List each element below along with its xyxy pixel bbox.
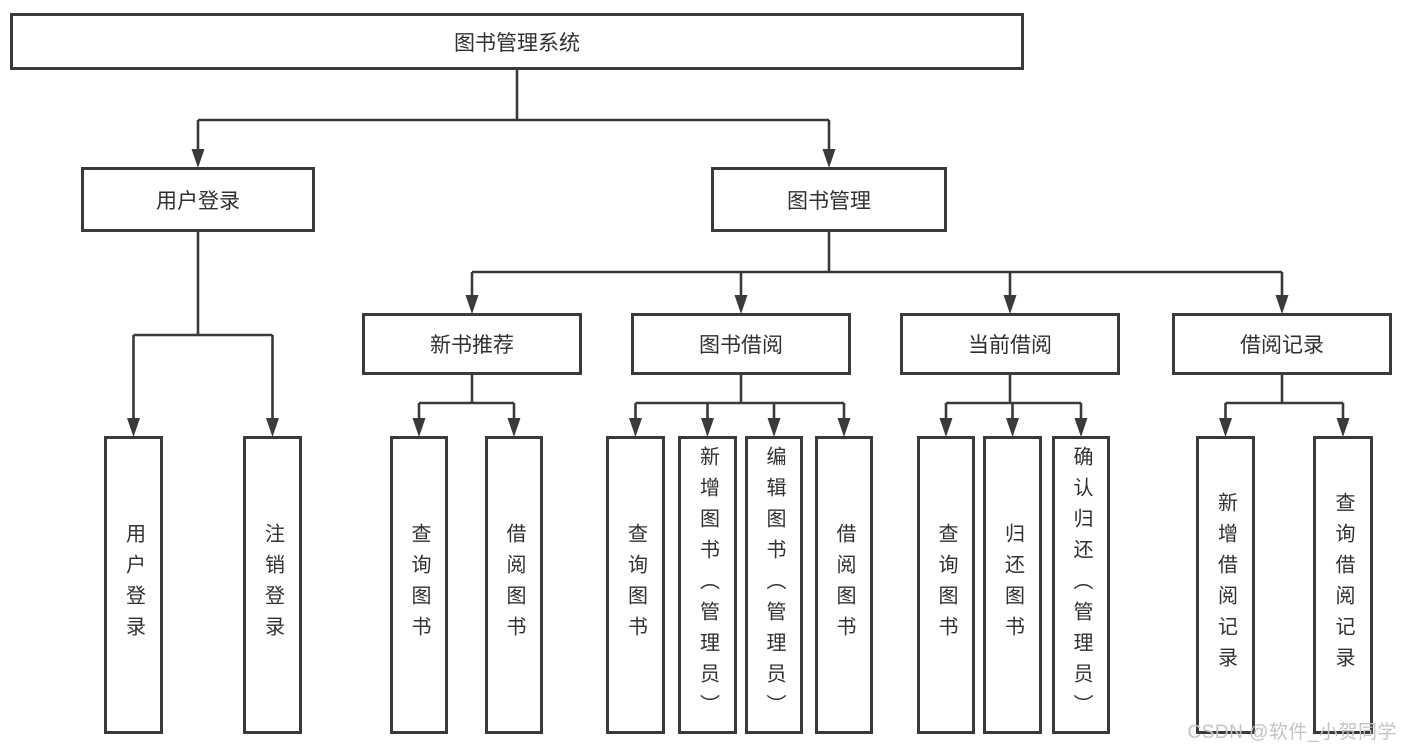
leaf-borrow-books-borrowing: 借阅图书 bbox=[815, 436, 873, 734]
node-new-book-recommend: 新书推荐 bbox=[362, 313, 582, 375]
leaf-return-book: 归还图书 bbox=[983, 436, 1042, 734]
node-current-borrowing: 当前借阅 bbox=[900, 313, 1120, 375]
leaf-label: 注销登录 bbox=[261, 523, 284, 647]
node-book-borrowing: 图书借阅 bbox=[631, 313, 851, 375]
leaf-label: 查询图书 bbox=[624, 523, 647, 647]
leaf-label: 用户登录 bbox=[122, 523, 145, 647]
leaf-label: 查询图书 bbox=[408, 523, 430, 647]
connector-book-management-to-level3 bbox=[465, 232, 1289, 314]
connector-book-borrowing-to-children bbox=[629, 375, 851, 437]
leaf-add-borrow-record: 新增借阅记录 bbox=[1196, 436, 1255, 734]
leaf-label: 确认归还（管理员） bbox=[1070, 445, 1092, 725]
node-borrowing-records: 借阅记录 bbox=[1172, 313, 1392, 375]
leaf-label: 归还图书 bbox=[1001, 523, 1024, 647]
leaf-edit-book-admin: 编辑图书（管理员） bbox=[745, 436, 803, 734]
leaf-query-books-current: 查询图书 bbox=[917, 436, 975, 734]
leaf-logout: 注销登录 bbox=[243, 436, 302, 734]
leaf-label: 借阅图书 bbox=[833, 523, 855, 647]
connector-root-to-level2 bbox=[191, 70, 836, 168]
connector-borrowing-records-to-children bbox=[1219, 375, 1350, 437]
leaf-label: 查询借阅记录 bbox=[1332, 492, 1354, 678]
leaf-label: 借阅图书 bbox=[503, 523, 525, 647]
node-user-login: 用户登录 bbox=[81, 167, 315, 232]
leaf-confirm-return-admin: 确认归还（管理员） bbox=[1052, 436, 1110, 734]
leaf-label: 查询图书 bbox=[935, 523, 957, 647]
leaf-label: 编辑图书（管理员） bbox=[763, 445, 785, 725]
leaf-query-books-borrowing: 查询图书 bbox=[606, 436, 665, 734]
leaf-label: 新增借阅记录 bbox=[1214, 492, 1237, 678]
leaf-borrow-books-recommend: 借阅图书 bbox=[485, 436, 543, 734]
csdn-watermark: CSDN @软件_小贺同学 bbox=[1187, 722, 1397, 743]
leaf-query-borrow-record: 查询借阅记录 bbox=[1313, 436, 1373, 734]
connector-user-login-to-children bbox=[127, 232, 279, 437]
node-book-management: 图书管理 bbox=[711, 167, 947, 232]
leaf-add-book-admin: 新增图书（管理员） bbox=[678, 436, 737, 734]
node-library-management-system: 图书管理系统 bbox=[10, 13, 1024, 70]
connector-new-book-recommend-to-children bbox=[412, 375, 521, 437]
leaf-label: 新增图书（管理员） bbox=[696, 445, 719, 725]
leaf-user-login: 用户登录 bbox=[104, 436, 163, 734]
leaf-query-books-recommend: 查询图书 bbox=[390, 436, 448, 734]
connector-current-borrowing-to-children bbox=[939, 375, 1088, 437]
